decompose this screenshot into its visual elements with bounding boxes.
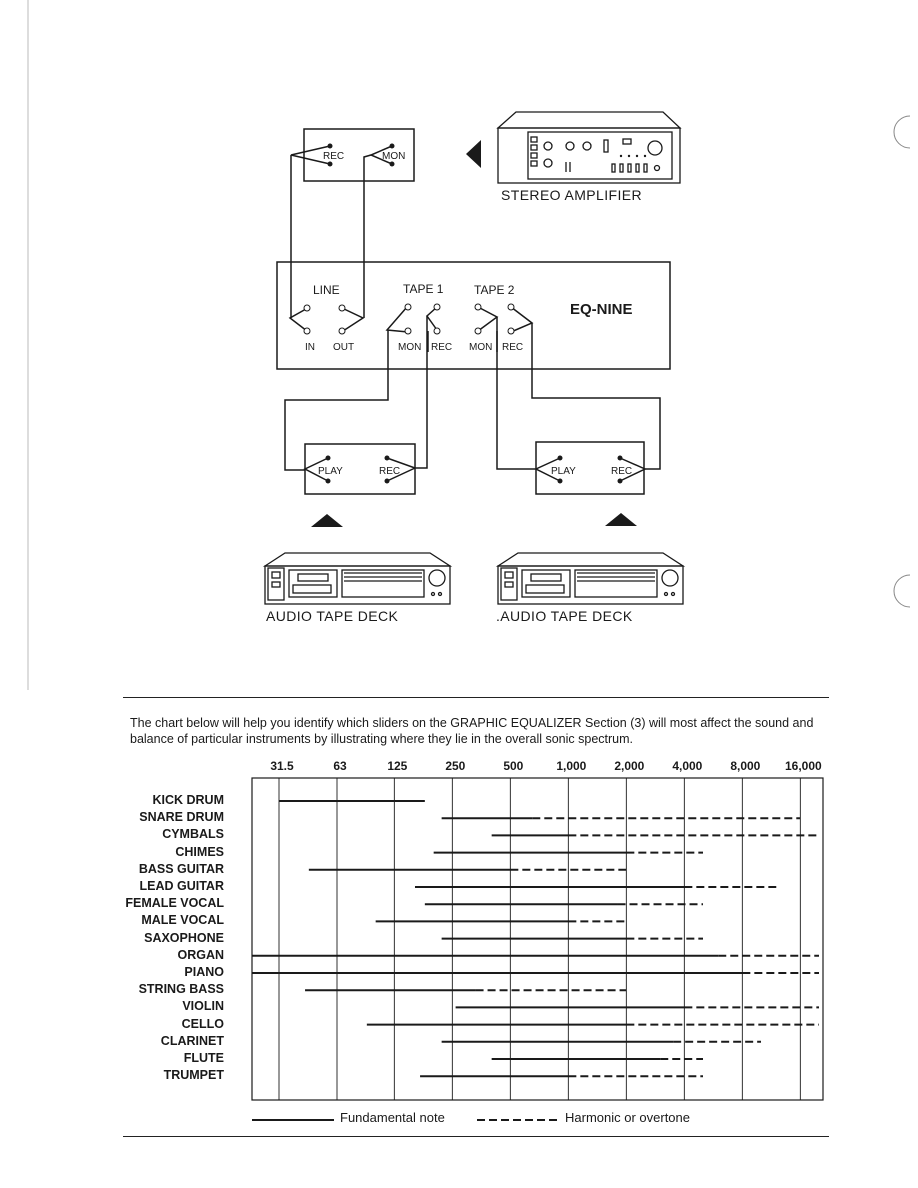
instrument-label: TRUMPET xyxy=(163,1068,224,1083)
instrument-label: SAXOPHONE xyxy=(144,930,224,945)
frequency-tick-label: 125 xyxy=(387,759,408,773)
legend-solid-swatch xyxy=(252,1119,334,1121)
bottom-divider xyxy=(123,1136,829,1137)
deck-right-play-label: PLAY xyxy=(551,466,576,477)
frequency-tick-label: 31.5 xyxy=(270,759,294,773)
frequency-tick-label: 4,000 xyxy=(672,759,703,773)
frequency-tick-label: 1,000 xyxy=(556,759,587,773)
instrument-label: FLUTE xyxy=(183,1051,224,1065)
eq-tape2-label: TAPE 2 xyxy=(474,283,515,297)
frequency-tick-label: 16,000 xyxy=(784,759,822,773)
amp-rec-jack-label: REC xyxy=(323,151,345,162)
legend-fundamental-label: Fundamental note xyxy=(340,1110,445,1125)
deck-left-play-label: PLAY xyxy=(318,466,343,477)
eq-tape2-mon-label: MON xyxy=(469,342,493,353)
legend-harmonic-label: Harmonic or overtone xyxy=(565,1110,690,1125)
amp-mon-jack-label: MON xyxy=(382,151,406,162)
deck-right-caption: .AUDIO TAPE DECK xyxy=(496,608,633,624)
arrow-up-icon xyxy=(311,514,343,527)
frequency-tick-label: 2,000 xyxy=(614,759,645,773)
instrument-label: BASS GUITAR xyxy=(138,861,224,876)
deck-left-rec-label: REC xyxy=(379,466,401,477)
frequency-tick-label: 500 xyxy=(503,759,524,773)
instrument-label: VIOLIN xyxy=(182,999,224,1014)
instrument-label: PIANO xyxy=(184,965,224,979)
instrument-label: STRING BASS xyxy=(138,982,224,997)
instrument-label: KICK DRUM xyxy=(152,793,224,807)
eq-line-in-label: IN xyxy=(305,342,315,353)
legend-dashed-swatch xyxy=(477,1119,561,1121)
amplifier-caption: STEREO AMPLIFIER xyxy=(501,187,642,203)
intro-paragraph: The chart below will help you identify w… xyxy=(130,716,814,746)
tape-deck-right-illustration xyxy=(495,552,686,605)
eq-tape1-rec-label: REC xyxy=(431,342,453,353)
eq-unit-box xyxy=(276,261,671,370)
instrument-label: SNARE DRUM xyxy=(139,810,224,825)
deck-right-rec-label: REC xyxy=(611,466,633,477)
amp-jack-panel xyxy=(303,128,415,182)
instrument-label: LEAD GUITAR xyxy=(139,879,225,893)
eq-brand-label: EQ-NINE xyxy=(570,301,633,318)
instrument-label: CHIMES xyxy=(175,844,224,859)
deck-left-caption: AUDIO TAPE DECK xyxy=(266,608,399,624)
instrument-label: CLARINET xyxy=(160,1033,224,1048)
frequency-tick-label: 250 xyxy=(445,759,466,773)
tape-deck-left-illustration xyxy=(262,552,453,605)
instrument-label: CYMBALS xyxy=(162,827,224,842)
instrument-label: MALE VOCAL xyxy=(141,913,224,928)
arrow-left-icon xyxy=(466,140,481,168)
frequency-tick-label: 63 xyxy=(333,759,347,773)
instrument-label: CELLO xyxy=(181,1016,224,1031)
eq-line-out-label: OUT xyxy=(333,342,355,353)
frequency-tick-label: 8,000 xyxy=(730,759,761,773)
eq-tape1-mon-label: MON xyxy=(398,342,422,353)
instrument-label: FEMALE VOCAL xyxy=(125,896,224,911)
eq-line-label: LINE xyxy=(313,283,340,297)
hookup-diagram xyxy=(27,0,911,690)
amplifier-illustration xyxy=(496,111,682,184)
eq-tape2-rec-label: REC xyxy=(502,342,524,353)
top-divider xyxy=(123,697,829,698)
arrow-up-icon xyxy=(605,513,637,526)
eq-tape1-label: TAPE 1 xyxy=(403,282,444,296)
instrument-label: ORGAN xyxy=(177,947,224,962)
chart-frame xyxy=(251,777,824,1101)
